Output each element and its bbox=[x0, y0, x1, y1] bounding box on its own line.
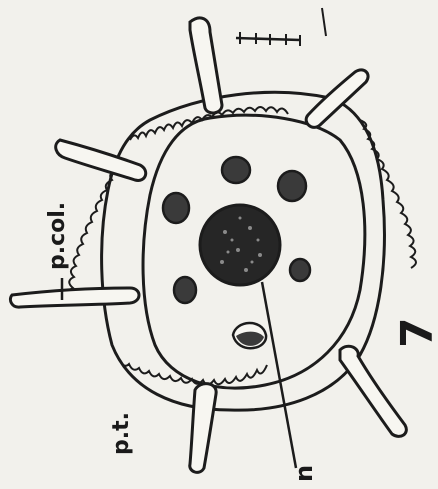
figure-number: 7 bbox=[392, 317, 438, 348]
granule-3 bbox=[163, 193, 189, 223]
scale-bar bbox=[236, 8, 326, 46]
spine-bottom-right bbox=[340, 346, 406, 436]
nucleus bbox=[200, 205, 280, 285]
leader-n bbox=[262, 282, 296, 468]
label-pt: p.t. bbox=[109, 412, 134, 455]
spine-left bbox=[10, 288, 139, 307]
label-n: n bbox=[290, 465, 318, 482]
granule-5 bbox=[174, 277, 196, 303]
spine-top bbox=[190, 18, 222, 113]
fringe-right bbox=[360, 120, 416, 268]
granule-4 bbox=[290, 259, 310, 281]
fringe-left bbox=[69, 160, 121, 299]
spine-bottom bbox=[190, 384, 216, 473]
granule-2 bbox=[278, 171, 306, 201]
label-pcol: p.col. bbox=[45, 202, 70, 270]
spine-upper-left bbox=[56, 140, 146, 180]
granule-1 bbox=[222, 157, 250, 183]
